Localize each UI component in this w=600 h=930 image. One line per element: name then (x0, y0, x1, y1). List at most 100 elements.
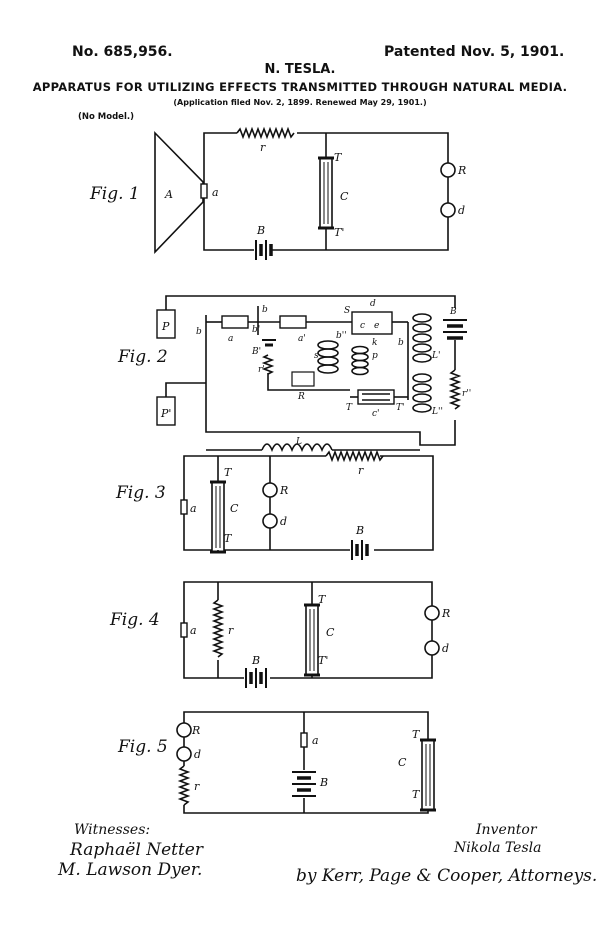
inventor-heading: N. TESLA. (264, 62, 336, 77)
fig2-battery-B (443, 319, 467, 340)
fig2-coil-L (261, 443, 333, 453)
fig4-label: Fig. 4 (109, 610, 160, 630)
fig3-label: Fig. 3 (115, 483, 166, 503)
fig2-plate-P (156, 309, 176, 339)
fig1-label-T: T (334, 151, 343, 164)
fig3-label-a: a (190, 502, 197, 515)
fig2-condenser-c2 (357, 389, 395, 405)
fig2-label-L2: L'' (431, 407, 443, 417)
fig1-label-r: r (260, 141, 266, 154)
fig1-label-A: A (164, 188, 173, 201)
fig5-resistance-r (177, 765, 191, 806)
fig2-coil-p (351, 345, 369, 376)
fig1-label-C: C (340, 190, 349, 203)
fig2-resistance-r3 (448, 369, 462, 410)
fig2-label-b4: b'' (336, 331, 347, 341)
inventor-name: Nikola Tesla (454, 840, 542, 856)
fig2-label-p: p (372, 351, 378, 361)
fig1-resistance-r (236, 126, 295, 140)
fig1-label: Fig. 1 (89, 184, 140, 204)
fig5-diagram: Fig. 5 R d r a B T C T (117, 711, 438, 814)
fig2-label-b2: b (262, 305, 268, 315)
fig1-diagram: Fig. 1 A a r T C T' R d B (89, 126, 466, 260)
fig2-label-R: R (297, 392, 305, 402)
patent-title: APPARATUS FOR UTILIZING EFFECTS TRANSMIT… (32, 80, 568, 94)
fig1-label-R: R (457, 164, 466, 177)
fig2-label-a2: a' (298, 334, 306, 344)
fig2-label-s: s (314, 351, 319, 361)
fig5-condenser-C (418, 738, 438, 812)
fig5-element-a (300, 732, 308, 748)
fig1-label-d: d (458, 204, 465, 217)
fig4-label-T2: T' (318, 654, 328, 667)
fig5-label-d: d (194, 748, 201, 761)
fig2-label-a: a (228, 334, 233, 344)
fig3-label-d: d (280, 515, 287, 528)
fig2-label-c: c (360, 321, 365, 331)
fig2-label-k: k (372, 338, 377, 348)
attorneys-signature: by Kerr, Page & Cooper, Attorneys. (296, 866, 598, 886)
fig2-label-P2: P' (160, 407, 171, 420)
fig1-label-B: B (256, 224, 265, 237)
inventor-label: Inventor (476, 822, 537, 838)
fig4-label-R: R (441, 607, 450, 620)
fig3-receiver-R (262, 482, 278, 498)
fig5-device-d (176, 746, 192, 762)
fig4-label-T: T (318, 593, 327, 606)
fig5-battery-B (292, 771, 316, 797)
fig5-label-a: a (312, 734, 319, 747)
fig4-label-a: a (190, 624, 197, 637)
fig2-label-b5: b (398, 338, 404, 348)
fig5-receiver-R (176, 722, 192, 738)
fig4-receiver-R (424, 605, 440, 621)
fig1-element-a (200, 183, 208, 199)
fig5-label-C: C (398, 756, 407, 769)
fig2-label-r3: r'' (462, 389, 471, 399)
fig2-label-P: P (161, 320, 170, 333)
fig1-label-a: a (212, 186, 219, 199)
fig3-label-B: B (355, 524, 364, 537)
fig2-label-L1: L' (431, 351, 440, 361)
fig2-label-r2: r' (258, 365, 265, 375)
fig1-battery-B (255, 240, 273, 260)
fig2-label-B: B (449, 307, 457, 317)
fig3-resistance-r (325, 449, 384, 463)
fig2-label-L: L (295, 437, 302, 447)
fig2-coherer-a2 (279, 315, 307, 329)
fig3-element-a (180, 499, 188, 515)
witnesses-label: Witnesses: (74, 822, 151, 838)
fig1-label-T2: T' (334, 226, 344, 239)
fig1-device-d (440, 202, 456, 218)
fig2-label-b: b (196, 327, 202, 337)
fig4-device-d (424, 640, 440, 656)
fig4-battery-B (245, 668, 267, 688)
fig2-relay-contact (291, 371, 315, 387)
fig3-label-T: T (224, 466, 233, 479)
application-dates: (Application filed Nov. 2, 1899. Renewed… (173, 98, 427, 107)
fig2-label-T: T (346, 403, 353, 413)
fig2-label-b3: b' (252, 325, 260, 335)
fig3-device-d (262, 513, 278, 529)
fig4-label-B: B (251, 654, 260, 667)
fig2-label-e: e (374, 321, 379, 331)
no-model-note: (No Model.) (78, 112, 134, 122)
fig3-diagram: Fig. 3 T C T a R d r B (115, 449, 434, 560)
patent-number: No. 685,956. (72, 44, 173, 60)
witness-signature-1: Raphaël Netter (70, 840, 203, 860)
fig2-resistance-r2 (261, 354, 275, 375)
fig3-label-r: r (358, 464, 364, 477)
patent-date: Patented Nov. 5, 1901. (384, 44, 565, 60)
fig2-label-B2: B' (251, 347, 261, 357)
fig3-battery-B (351, 540, 369, 560)
fig3-label-R: R (279, 484, 288, 497)
fig2-diagram: Fig. 2 P P' b b a a' b' B' r' b'' s S d … (117, 295, 471, 453)
fig2-coil-s (317, 340, 339, 374)
fig5-label-r: r (194, 780, 200, 793)
fig4-resistance-r (211, 599, 225, 658)
fig2-label: Fig. 2 (117, 347, 168, 367)
fig5-label-R: R (191, 724, 200, 737)
witness-signature-2: M. Lawson Dyer. (58, 860, 203, 880)
fig2-label-C2: c' (372, 409, 380, 419)
fig4-label-C: C (326, 626, 335, 639)
